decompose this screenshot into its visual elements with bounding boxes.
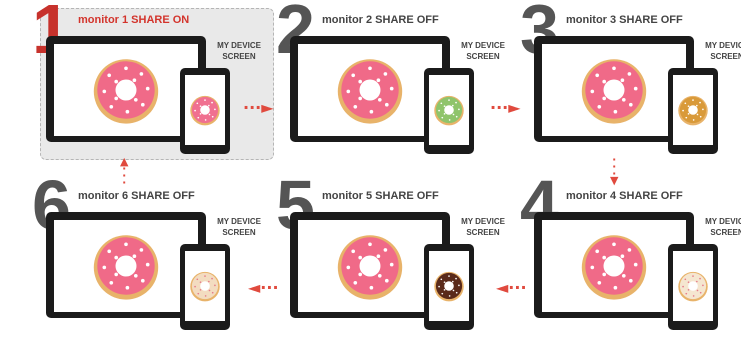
device-phone	[180, 68, 230, 154]
donut-icon	[190, 271, 220, 302]
device-screen	[673, 251, 713, 321]
arrow-left-icon: ◄···	[496, 278, 527, 297]
monitor-title: monitor 1 SHARE ON	[78, 14, 190, 26]
device-screen	[673, 75, 713, 145]
monitor	[534, 36, 694, 142]
device-label: MY DEVICE SCREEN	[217, 41, 261, 61]
monitor	[534, 212, 694, 318]
device-label: MY DEVICE SCREEN	[705, 217, 741, 237]
arrow-right-icon: ···►	[490, 98, 521, 117]
panel-monitor-3: 3 monitor 3 SHARE OFF MY DEVICE SCREEN	[520, 0, 741, 166]
monitor-screen	[54, 220, 198, 312]
device-label: MY DEVICE SCREEN	[461, 41, 505, 61]
monitor-title: monitor 3 SHARE OFF	[566, 14, 683, 26]
arrow-down-icon: ···▼	[610, 153, 619, 187]
device-phone	[668, 244, 718, 330]
donut-icon	[581, 235, 647, 300]
device-label: MY DEVICE SCREEN	[705, 41, 741, 61]
donut-icon	[93, 235, 159, 300]
device-screen	[429, 251, 469, 321]
donut-icon	[93, 59, 159, 124]
donut-icon	[434, 271, 464, 302]
panel-monitor-6: 6 monitor 6 SHARE OFF MY DEVICE SCREEN	[32, 170, 278, 342]
donut-icon	[337, 59, 403, 124]
panel-monitor-1: 1 monitor 1 SHARE ON MY DEVICE SCREEN	[32, 0, 278, 166]
panel-monitor-4: 4 monitor 4 SHARE OFF MY DEVICE SCREEN	[520, 170, 741, 342]
arrow-up-icon: ▲···	[120, 155, 129, 189]
device-screen	[185, 251, 225, 321]
device-phone	[668, 68, 718, 154]
donut-icon	[678, 271, 708, 302]
donut-icon	[190, 95, 220, 126]
device-phone	[424, 244, 474, 330]
panel-monitor-5: 5 monitor 5 SHARE OFF MY DEVICE SCREEN	[276, 170, 522, 342]
device-phone	[180, 244, 230, 330]
monitor-screen	[54, 44, 198, 136]
donut-icon	[581, 59, 647, 124]
monitor-title: monitor 5 SHARE OFF	[322, 190, 439, 202]
monitor-title: monitor 2 SHARE OFF	[322, 14, 439, 26]
monitor	[46, 36, 206, 142]
monitor-screen	[542, 44, 686, 136]
monitor-title: monitor 4 SHARE OFF	[566, 190, 683, 202]
monitor	[290, 36, 450, 142]
device-screen	[429, 75, 469, 145]
monitor-title: monitor 6 SHARE OFF	[78, 190, 195, 202]
device-phone	[424, 68, 474, 154]
device-screen	[185, 75, 225, 145]
monitor	[290, 212, 450, 318]
monitor-screen	[298, 220, 442, 312]
panel-monitor-2: 2 monitor 2 SHARE OFF MY DEVICE SCREEN	[276, 0, 522, 166]
donut-icon	[678, 95, 708, 126]
donut-icon	[337, 235, 403, 300]
monitor	[46, 212, 206, 318]
donut-icon	[434, 95, 464, 126]
monitor-screen	[542, 220, 686, 312]
device-label: MY DEVICE SCREEN	[217, 217, 261, 237]
arrow-left-icon: ◄···	[248, 278, 279, 297]
arrow-right-icon: ···►	[243, 98, 274, 117]
device-label: MY DEVICE SCREEN	[461, 217, 505, 237]
monitor-screen	[298, 44, 442, 136]
